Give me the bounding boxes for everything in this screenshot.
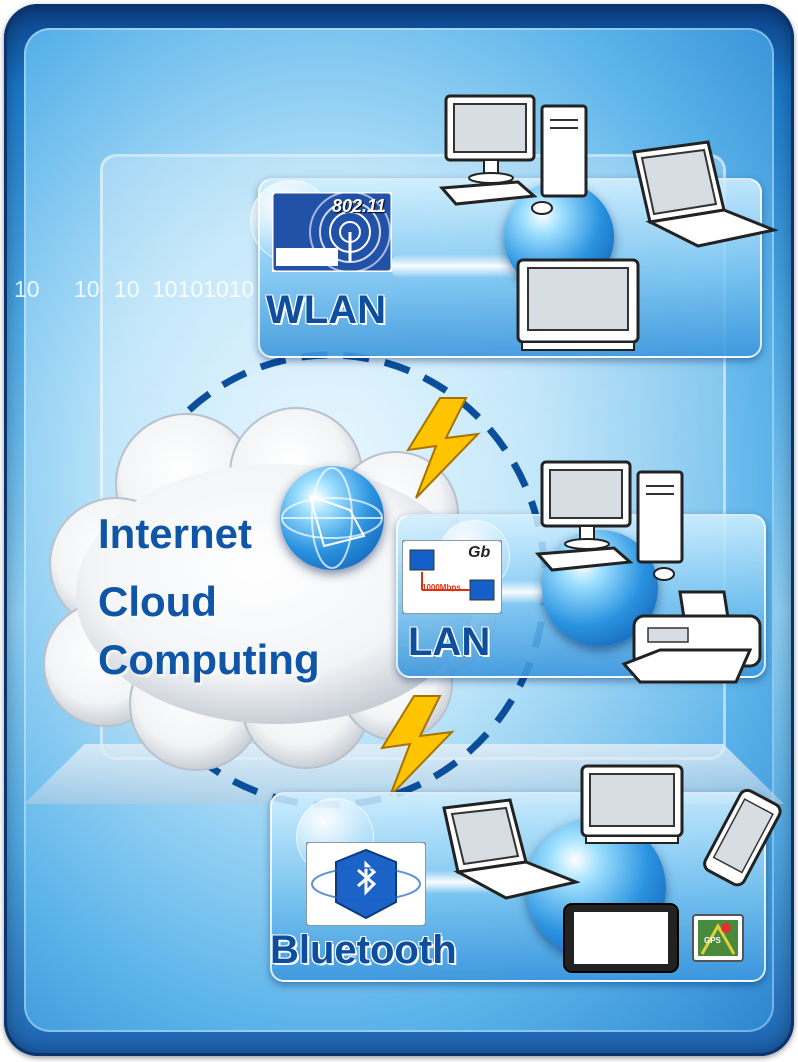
monitor-icon xyxy=(514,256,644,356)
desktop-pc-icon xyxy=(438,92,608,222)
monitor-icon xyxy=(578,762,688,848)
network-card-icon xyxy=(272,192,392,272)
gps-icon xyxy=(692,914,744,962)
wlan-label: WLAN xyxy=(266,288,386,332)
laptop-icon xyxy=(628,140,778,252)
cloud-line-computing: Computing xyxy=(98,636,320,683)
bluetooth-label: Bluetooth xyxy=(270,928,457,972)
gps-badge-text: GPS xyxy=(704,936,721,945)
binary-digit: 10 xyxy=(74,276,100,302)
globe-icon xyxy=(280,466,384,570)
lan-badge-title: Gb xyxy=(468,544,491,561)
cloud-line-cloud: Cloud xyxy=(98,578,217,625)
smartphone-icon xyxy=(696,788,786,888)
binary-digit: 10101010 xyxy=(152,276,255,302)
lan-speed-badge xyxy=(402,540,502,614)
bluetooth-icon xyxy=(306,842,426,926)
lan-badge-speed: 1000Mbps xyxy=(422,583,461,592)
lightning-bolt-icon xyxy=(380,695,455,797)
tablet-icon xyxy=(562,902,680,974)
printer-icon xyxy=(620,588,768,688)
lan-label: LAN xyxy=(408,620,491,664)
lightning-bolt-icon xyxy=(406,397,481,499)
laptop-icon xyxy=(440,798,580,902)
cloud-line-internet: Internet xyxy=(98,510,253,557)
binary-digit: 10 xyxy=(14,276,40,302)
desktop-pc-icon xyxy=(534,458,704,588)
binary-digit: 10 xyxy=(114,276,140,302)
wlan-badge-text: 802.11 xyxy=(332,196,386,216)
